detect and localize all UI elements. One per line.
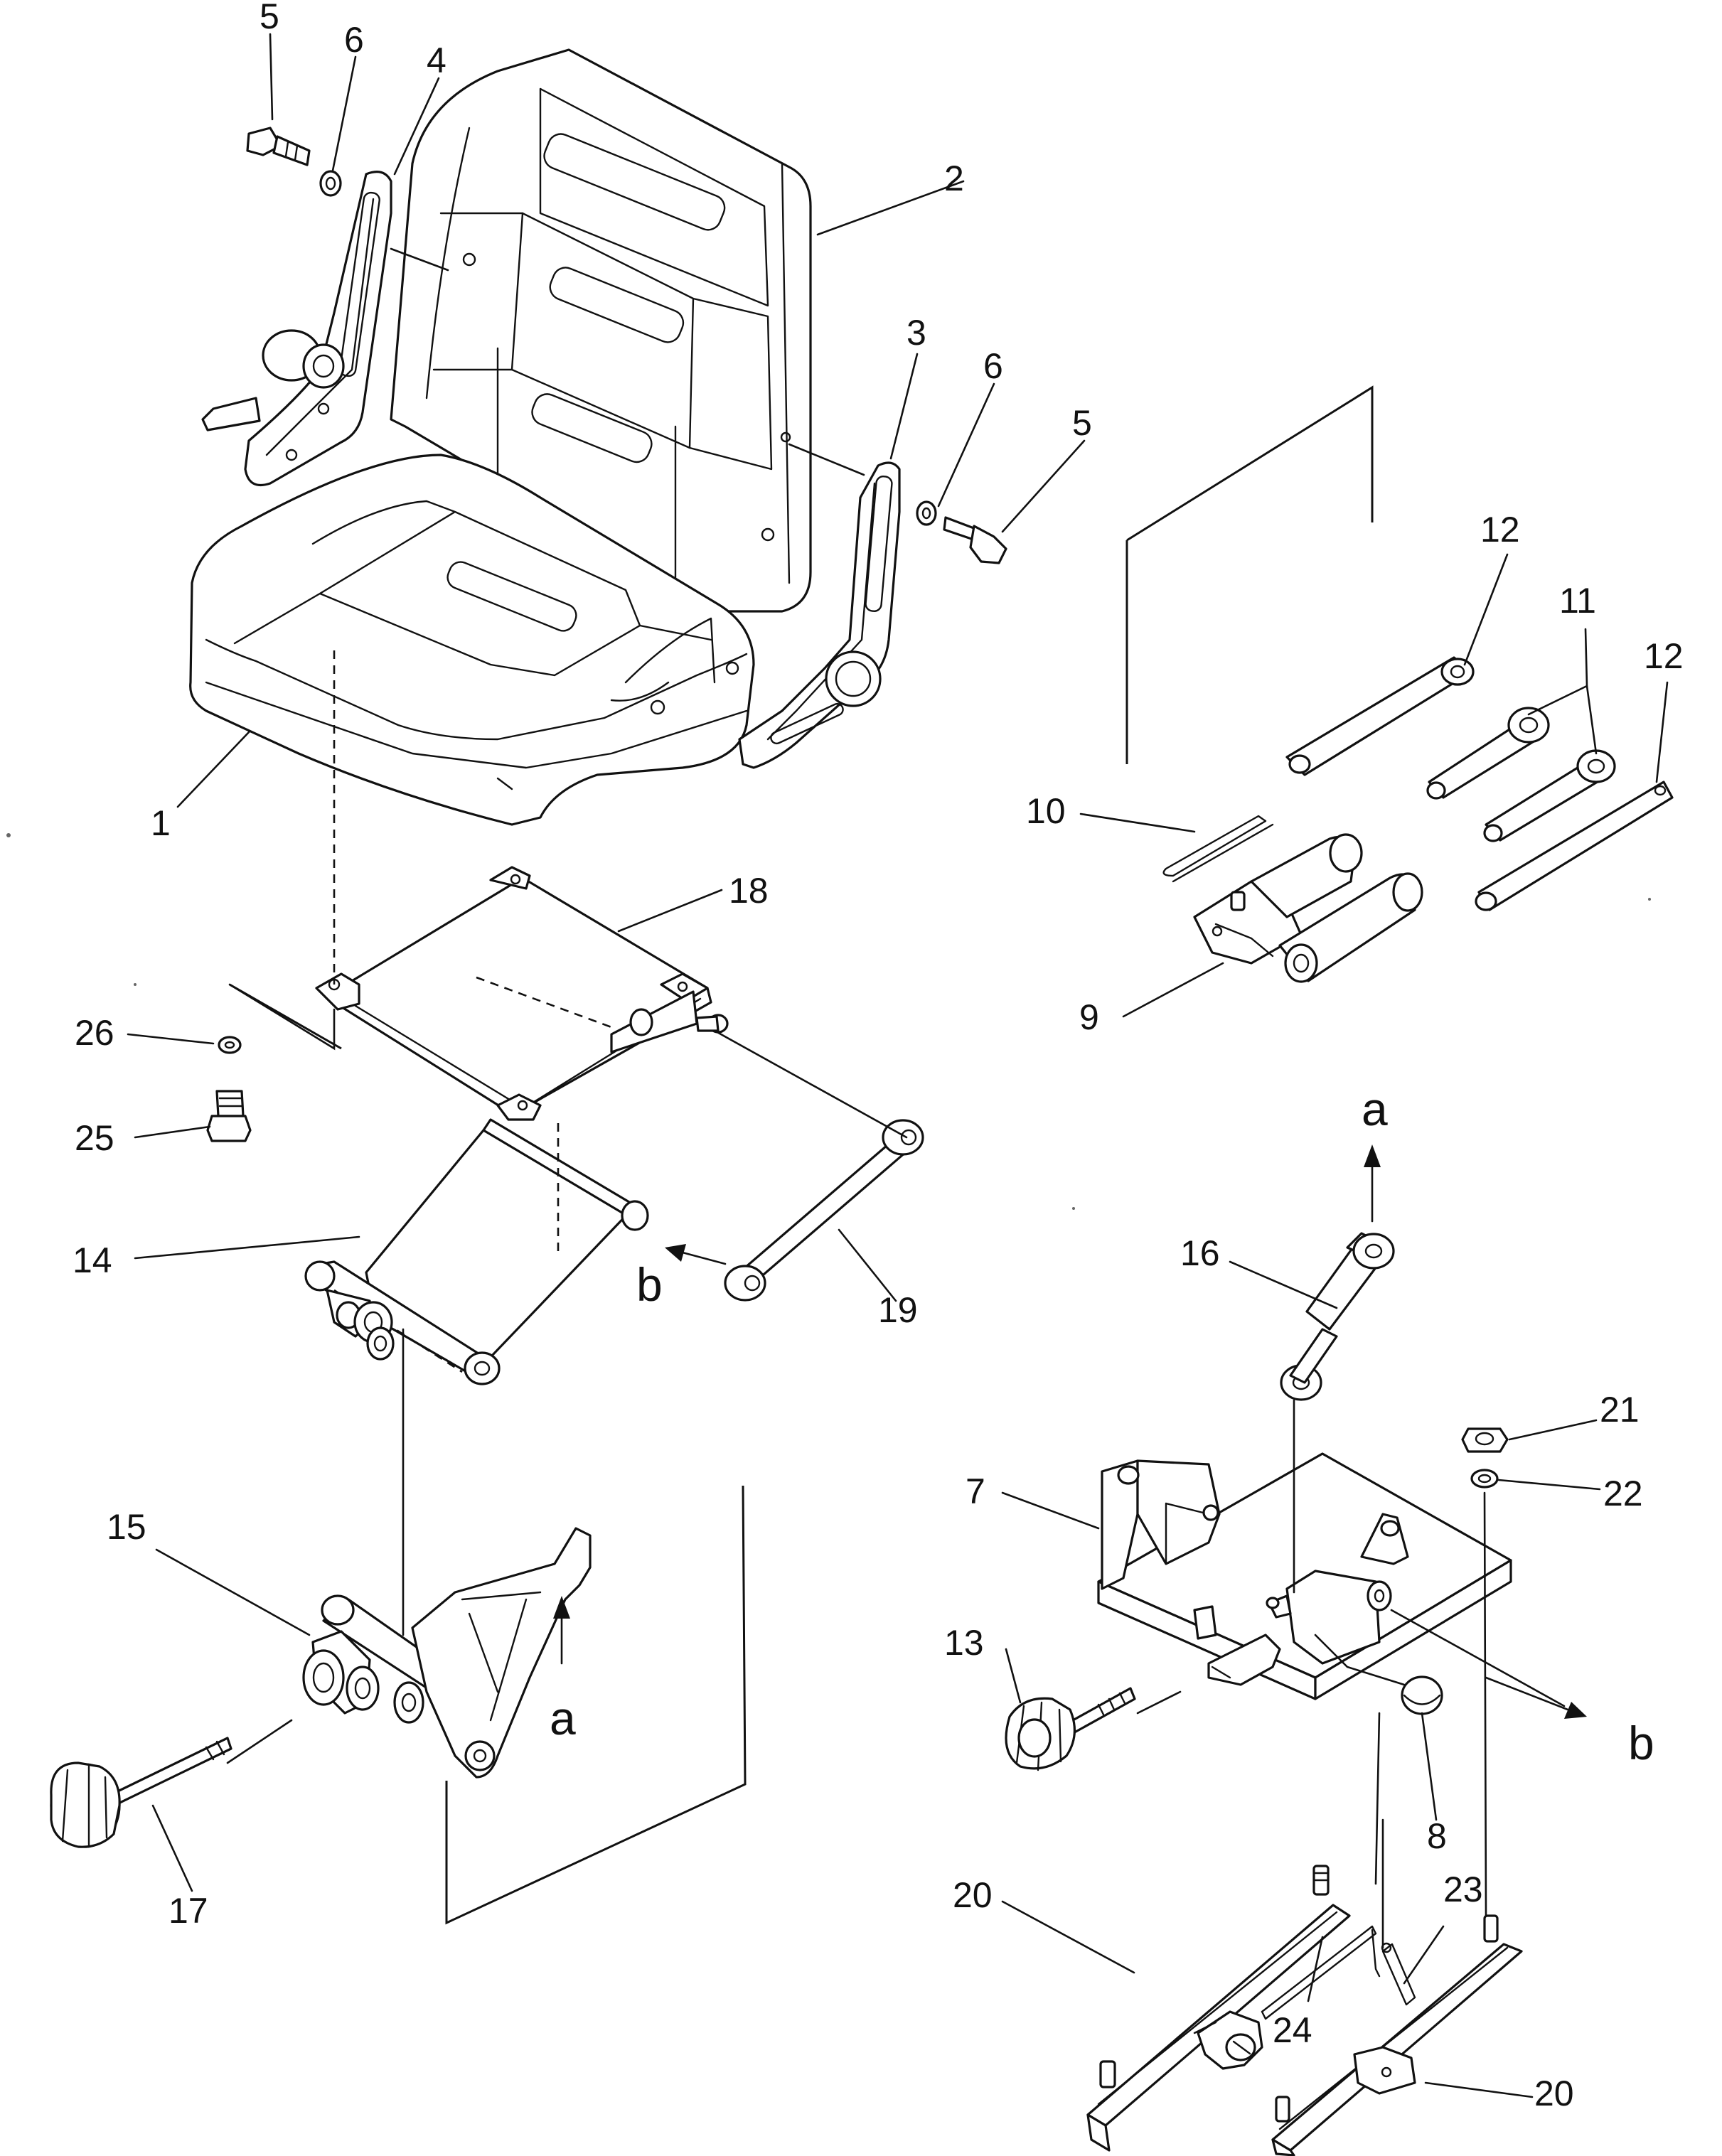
- arrow-b-lower: b: [1485, 1676, 1654, 1769]
- arrow-a-top: a: [1362, 1083, 1388, 1223]
- callout-17: 17: [169, 1891, 208, 1931]
- callout-20-right: 20: [1534, 2074, 1574, 2113]
- washer-22: [1470, 1469, 1499, 1489]
- callout-numbers: 1 2 3 4 5 5 6 6 7 8 9 10 11 12 12 13 14 …: [73, 0, 1684, 2113]
- seat-cushion: [189, 454, 755, 826]
- callout-6-right: 6: [983, 346, 1003, 386]
- suspension-plate: [304, 1118, 649, 1385]
- view-ref-a-top: a: [1362, 1083, 1388, 1135]
- callout-6-left: 6: [344, 20, 364, 60]
- callout-5-right: 5: [1072, 403, 1092, 443]
- bolt-right: [943, 516, 1007, 564]
- callout-23: 23: [1443, 1870, 1483, 1909]
- callout-18: 18: [729, 871, 769, 911]
- callout-14: 14: [73, 1240, 112, 1280]
- callout-11: 11: [1559, 581, 1596, 621]
- callout-4: 4: [427, 41, 446, 80]
- washer-right: [916, 500, 937, 526]
- callout-1: 1: [151, 803, 171, 843]
- callout-19: 19: [878, 1290, 918, 1330]
- view-ref-a-lower: a: [550, 1692, 576, 1744]
- callout-9: 9: [1079, 997, 1099, 1037]
- cap-plug: [1401, 1675, 1443, 1715]
- callout-10: 10: [1026, 791, 1066, 831]
- callout-21: 21: [1600, 1390, 1640, 1430]
- scan-specks: [6, 833, 1651, 1210]
- washer-26: [218, 1036, 242, 1054]
- link-bar-upper: [1285, 656, 1475, 776]
- callout-12-lower: 12: [1644, 636, 1684, 676]
- callout-26: 26: [75, 1013, 114, 1053]
- callout-24: 24: [1273, 2010, 1312, 2050]
- link-bar-lower: [1475, 781, 1674, 911]
- view-ref-b-lower: b: [1628, 1717, 1654, 1769]
- base-plate: [1097, 1452, 1512, 1700]
- view-ref-b-mid: b: [636, 1258, 663, 1311]
- height-adjuster: [302, 1527, 592, 1779]
- spring-clip: [1162, 815, 1274, 883]
- slide-frame: [315, 866, 729, 1121]
- bolt-25: [206, 1090, 252, 1142]
- adjust-knob-13: [1005, 1687, 1136, 1771]
- callout-3: 3: [907, 313, 926, 353]
- callout-leaders: [127, 33, 1669, 2098]
- callout-16: 16: [1180, 1233, 1220, 1273]
- callout-13: 13: [944, 1623, 984, 1663]
- callout-20-left: 20: [953, 1875, 993, 1915]
- washer-left: [319, 170, 342, 197]
- callout-22: 22: [1603, 1474, 1643, 1513]
- callout-8: 8: [1427, 1816, 1447, 1856]
- assembly-lines: [226, 247, 1566, 1949]
- arrow-b-mid: b: [636, 1244, 727, 1311]
- callout-12-upper: 12: [1480, 510, 1520, 549]
- nut-21: [1461, 1427, 1509, 1453]
- lock-wire: [1261, 1925, 1381, 2020]
- callout-25: 25: [75, 1118, 114, 1158]
- shock-absorber: [1280, 1232, 1395, 1401]
- roller-bracket: [1193, 833, 1423, 983]
- bolt-left: [246, 127, 311, 166]
- slide-rail-right: [1271, 1914, 1523, 2156]
- callout-15: 15: [107, 1507, 146, 1547]
- pin-pair: [1426, 707, 1616, 842]
- tie-rod: [724, 1119, 924, 1302]
- right-recliner-bracket: [738, 461, 901, 769]
- slide-rail-left: [1086, 1865, 1351, 2152]
- arrow-a-lower: a: [550, 1596, 576, 1744]
- callout-5-left: 5: [260, 0, 279, 36]
- left-recliner-bracket: [201, 171, 392, 487]
- callout-2: 2: [944, 159, 964, 198]
- adjust-knob-17: [50, 1737, 232, 1848]
- kit-bracket: [1125, 385, 1374, 764]
- callout-7: 7: [966, 1471, 985, 1511]
